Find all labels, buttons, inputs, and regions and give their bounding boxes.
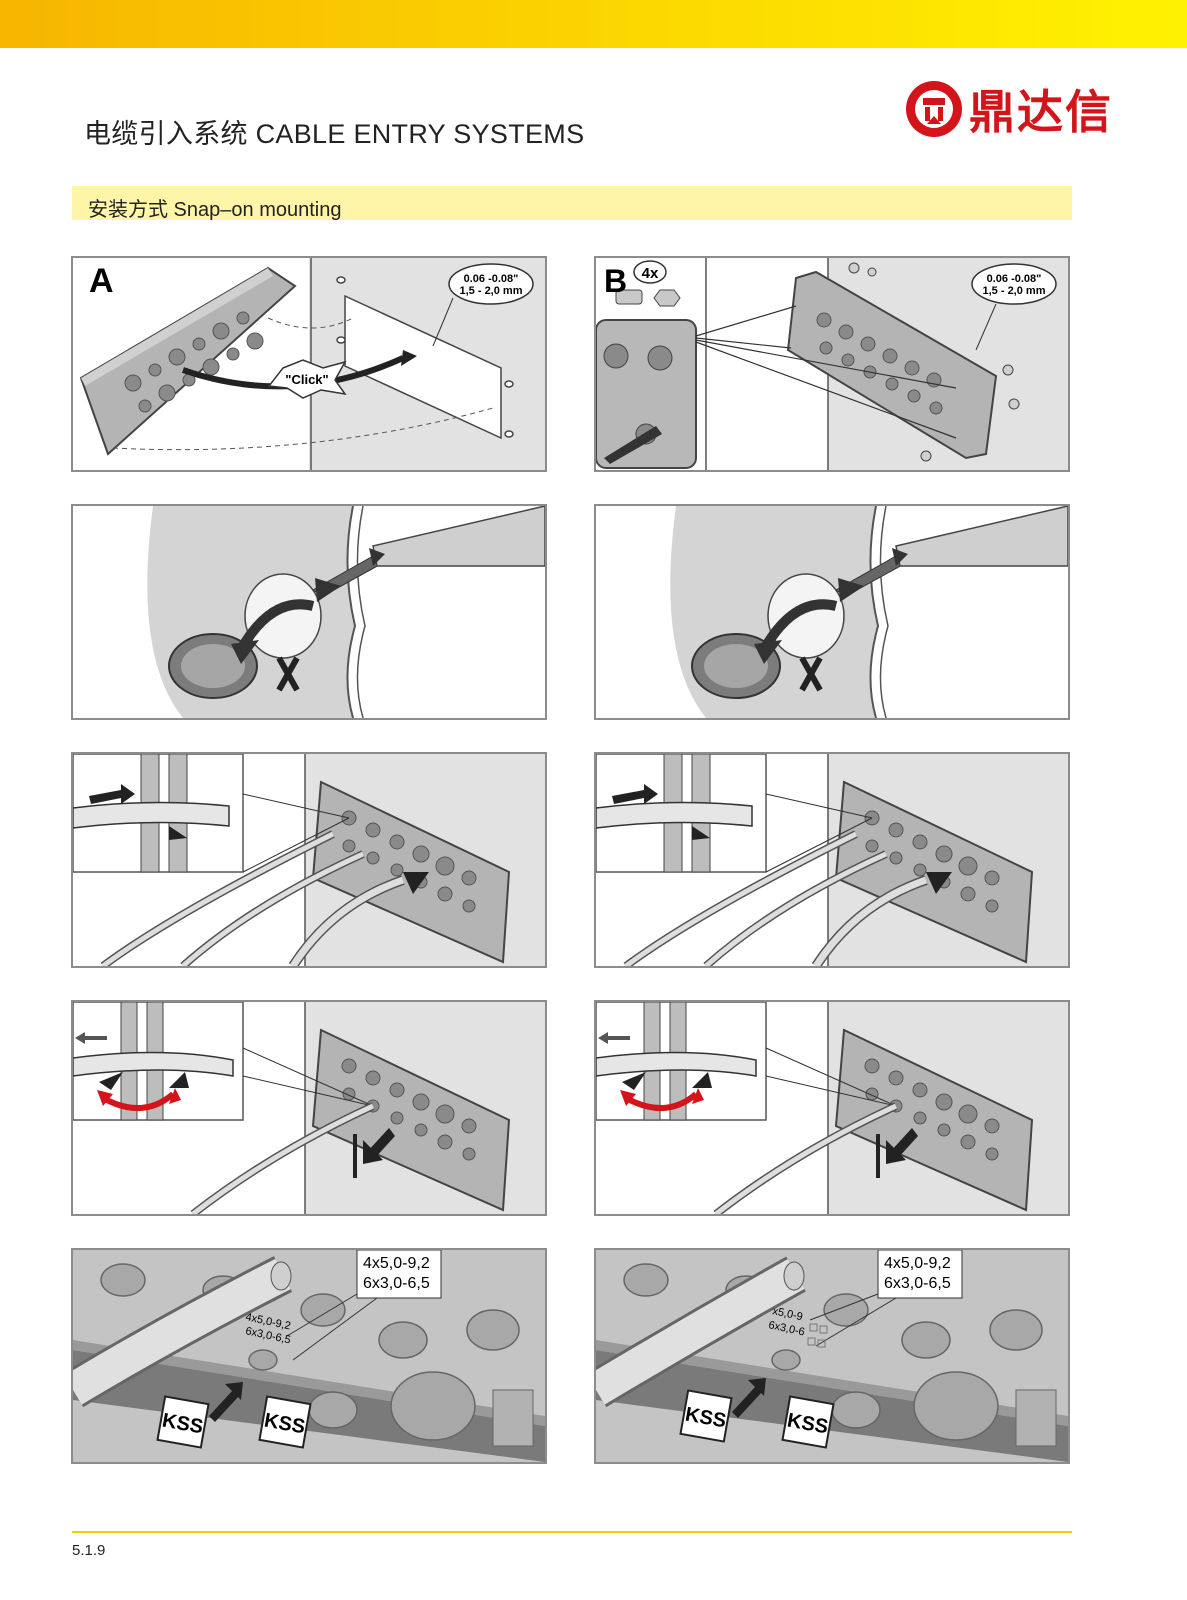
- brand: 鼎达信: [903, 78, 1143, 140]
- step-letter-a: A: [89, 262, 114, 300]
- panel-membrane-right: [594, 504, 1070, 720]
- footer-divider: [72, 1531, 1072, 1533]
- panel-b-screw-mounting: 4x B 0.06 -0.08" 1,5 - 2,0 mm: [594, 256, 1070, 472]
- panel-cable-insert-right: [594, 752, 1070, 968]
- callout-size-2: 6x3,0-6,5: [363, 1275, 430, 1292]
- page-title: 电缆引入系统 CABLE ENTRY SYSTEMS: [84, 119, 585, 149]
- thickness-inch: 0.06 -0.08": [987, 273, 1042, 285]
- callout-size-1: 4x5,0-9,2: [363, 1255, 430, 1272]
- brand-logo-icon: [906, 81, 962, 137]
- click-label: "Click": [285, 372, 328, 387]
- callout-size-1: 4x5,0-9,2: [884, 1255, 951, 1272]
- panel-marking-left: 4x5,0-9,2 6x3,0-6,5 4x5,0-9,2 6x3,0-6,5 …: [71, 1248, 547, 1464]
- panel-membrane-left: [71, 504, 547, 720]
- screw-count: 4x: [642, 265, 659, 282]
- callout-size-2: 6x3,0-6,5: [884, 1275, 951, 1292]
- top-color-band: [0, 0, 1187, 48]
- page-number: 5.1.9: [72, 1542, 106, 1559]
- panel-a-snap-mounting: "Click" 0.06 -0.08" 1,5 - 2,0 mm A: [71, 256, 547, 472]
- brand-name: 鼎达信: [969, 85, 1113, 139]
- thickness-mm: 1,5 - 2,0 mm: [983, 285, 1046, 297]
- panel-marking-right: 4x5,0-9,2 6x3,0-6,5 x5,0-9 6x3,0-6 KSS K…: [594, 1248, 1070, 1464]
- panel-cable-remove-left: [71, 1000, 547, 1216]
- thickness-mm: 1,5 - 2,0 mm: [460, 285, 523, 297]
- panel-cable-insert-left: [71, 752, 547, 968]
- section-label: 安装方式 Snap–on mounting: [88, 199, 342, 221]
- section-header: 安装方式 Snap–on mounting: [72, 186, 1072, 221]
- step-letter-b: B: [604, 263, 627, 299]
- thickness-inch: 0.06 -0.08": [464, 273, 519, 285]
- panel-cable-remove-right: [594, 1000, 1070, 1216]
